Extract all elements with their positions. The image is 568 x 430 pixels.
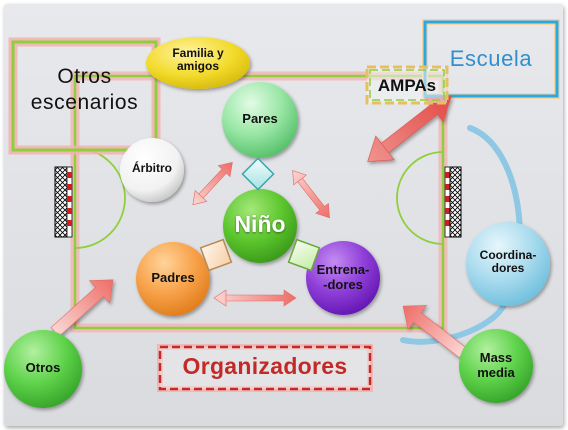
arrow-mass-media [402, 305, 468, 359]
mass-media-circle [459, 329, 533, 403]
otros-escenarios-box [11, 40, 158, 152]
goal-right [444, 166, 462, 238]
connector-pares-nino [241, 157, 275, 191]
ampas-label: AMPAs [377, 76, 437, 95]
goal-left [54, 166, 73, 238]
escuela-label: Escuela [449, 46, 533, 71]
arrow-padres-entrenadores [213, 289, 297, 307]
goal-area-left [74, 147, 126, 249]
organizadores-box [158, 345, 372, 391]
coordinadores-label: Coordina- dores [479, 248, 537, 276]
arrow-pares-entrenadores [292, 170, 330, 219]
arbitro-circle [120, 138, 184, 202]
familia-label: Familia y amigos [172, 46, 224, 74]
field-line [73, 74, 445, 330]
arbitro-label: Árbitro [132, 161, 172, 175]
connector-padres-nino [199, 238, 233, 272]
arrow-pares-padres [192, 161, 233, 206]
connector-entrenadores-nino [287, 238, 321, 272]
mass-media-label: Mass media [477, 350, 515, 380]
pares-circle [222, 82, 298, 158]
escuela-box [423, 20, 559, 98]
padres-label: Padres [151, 270, 195, 285]
padres-circle [136, 242, 210, 316]
goal-area-right [396, 151, 444, 245]
nino-circle [223, 189, 297, 263]
familia-ellipse [146, 37, 250, 89]
pares-label: Pares [242, 111, 278, 126]
arrow-otros [50, 279, 114, 337]
entrenadores-label: Entrena- -dores [316, 262, 370, 292]
ampas-inner-box [369, 69, 445, 101]
coordinadores-circle [466, 222, 550, 306]
entrenadores-circle [306, 241, 380, 315]
otros-label: Otros [25, 360, 61, 375]
organizadores-label: Organizadores [182, 353, 348, 379]
ampas-box [365, 65, 449, 105]
otros-escenarios-label: Otros escenarios [30, 65, 139, 115]
nino-label: Niño [234, 211, 286, 237]
otros-circle [4, 330, 82, 408]
